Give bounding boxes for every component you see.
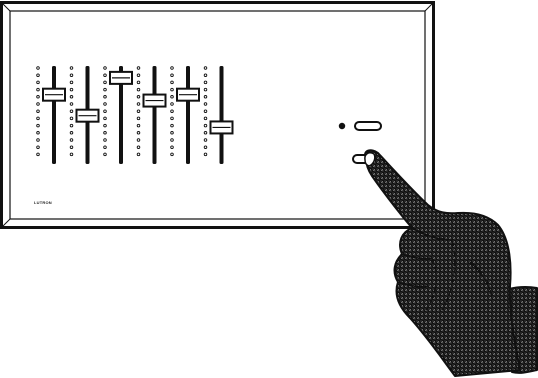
fader-scale-dot bbox=[136, 138, 141, 142]
fader-scale-dot bbox=[136, 152, 141, 157]
fader-scale-dot bbox=[36, 66, 40, 70]
fader-scale-dot bbox=[69, 66, 74, 70]
fader-scale-dot bbox=[136, 87, 141, 92]
fader-4[interactable] bbox=[136, 66, 167, 164]
fader-scale-dot bbox=[136, 102, 141, 106]
fader-scale-dot bbox=[103, 138, 107, 142]
fader-scale-dot bbox=[69, 102, 74, 106]
fader-scale-dot bbox=[136, 95, 141, 99]
fader-scale-dot bbox=[203, 152, 208, 157]
fader-scale-dot bbox=[170, 138, 174, 142]
fader-scale-dot bbox=[203, 80, 208, 85]
fader-scale-dot bbox=[203, 145, 208, 149]
fader-scale-dot bbox=[170, 152, 174, 157]
fader-scale-dot bbox=[170, 87, 174, 92]
fader-scale-dot bbox=[170, 73, 174, 77]
fader-scale-dot bbox=[69, 73, 74, 77]
fader-scale-dot bbox=[69, 145, 74, 149]
fader-scale-dot bbox=[69, 152, 74, 157]
fader-scale-dot bbox=[103, 73, 107, 77]
fader-scale-dot bbox=[36, 145, 40, 149]
fader-scale-dot bbox=[170, 109, 174, 113]
fader-scale-dot bbox=[170, 102, 174, 106]
fader-3[interactable] bbox=[103, 66, 133, 164]
fader-scale-dot bbox=[203, 73, 208, 77]
fader-scale-dot bbox=[103, 102, 107, 106]
fader-scale-dot bbox=[36, 138, 40, 142]
fader-scale-dot bbox=[36, 87, 40, 92]
fader-scale-dot bbox=[170, 80, 174, 85]
fader-scale-dot bbox=[36, 152, 40, 157]
fader-track bbox=[119, 66, 123, 164]
fader-scale-dot bbox=[69, 138, 74, 142]
fader-scale-dot bbox=[103, 131, 107, 135]
fader-scale-dot bbox=[170, 66, 174, 70]
fader-scale-dot bbox=[103, 116, 107, 121]
fader-scale-dot bbox=[103, 66, 107, 70]
fader-scale-dot bbox=[36, 131, 40, 135]
fader-scale-dot bbox=[136, 116, 141, 121]
wall-plate bbox=[0, 1, 435, 229]
fader-track bbox=[52, 66, 56, 164]
fader-6[interactable] bbox=[203, 66, 234, 164]
indicator-led bbox=[338, 122, 346, 130]
fader-scale-dot bbox=[69, 116, 74, 121]
fader-scale-dot bbox=[203, 138, 208, 142]
fader-scale-dot bbox=[36, 73, 40, 77]
fader-scale-dot bbox=[69, 87, 74, 92]
fader-scale-dot bbox=[103, 123, 107, 128]
fader-scale-dot bbox=[203, 116, 208, 121]
fader-scale-dot bbox=[69, 109, 74, 113]
fader-scale-dot bbox=[203, 131, 208, 135]
fader-scale-dot bbox=[36, 109, 40, 113]
fader-scale-dot bbox=[170, 95, 174, 99]
fader-scale-dot bbox=[103, 87, 107, 92]
fader-scale-dot bbox=[103, 109, 107, 113]
fader-scale-dot bbox=[69, 80, 74, 85]
fader-scale-dot bbox=[69, 95, 74, 99]
fader-scale-dot bbox=[69, 123, 74, 128]
fader-scale-dot bbox=[170, 116, 174, 121]
fader-scale-dot bbox=[36, 95, 40, 99]
fader-scale-dot bbox=[136, 123, 141, 128]
fader-scale-dot bbox=[170, 131, 174, 135]
fader-track bbox=[152, 66, 157, 164]
fader-scale-dot bbox=[36, 102, 40, 106]
fader-scale-dot bbox=[69, 131, 74, 135]
fader-scale-dot bbox=[103, 145, 107, 149]
pointing-hand-icon bbox=[364, 149, 538, 377]
fader-scale-dot bbox=[103, 80, 107, 85]
upper-button[interactable] bbox=[354, 121, 382, 131]
fader-scale-dot bbox=[136, 80, 141, 85]
fader-scale-dot bbox=[203, 109, 208, 113]
fader-track bbox=[186, 66, 190, 164]
fader-scale-dot bbox=[203, 123, 208, 128]
fader-scale-dot bbox=[203, 87, 208, 92]
fader-scale-dot bbox=[136, 131, 141, 135]
fader-scale-dot bbox=[136, 109, 141, 113]
fader-track bbox=[219, 66, 224, 164]
fader-bank bbox=[36, 66, 234, 164]
fader-scale-dot bbox=[170, 145, 174, 149]
fader-scale-dot bbox=[203, 95, 208, 99]
fader-scale-dot bbox=[36, 123, 40, 128]
fader-scale-dot bbox=[136, 145, 141, 149]
fader-scale-dot bbox=[103, 152, 107, 157]
fader-1[interactable] bbox=[36, 66, 66, 164]
fader-scale-dot bbox=[136, 73, 141, 77]
fader-scale-dot bbox=[103, 95, 107, 99]
fader-5[interactable] bbox=[170, 66, 200, 164]
fader-scale-dot bbox=[203, 66, 208, 70]
fader-scale-dot bbox=[136, 66, 141, 70]
fader-scale-dot bbox=[170, 123, 174, 128]
fader-scale-dot bbox=[203, 102, 208, 106]
fader-scale-dot bbox=[36, 80, 40, 85]
fader-scale-dot bbox=[36, 116, 40, 121]
fader-2[interactable] bbox=[69, 66, 100, 164]
brand-label: LUTRON bbox=[34, 200, 52, 205]
